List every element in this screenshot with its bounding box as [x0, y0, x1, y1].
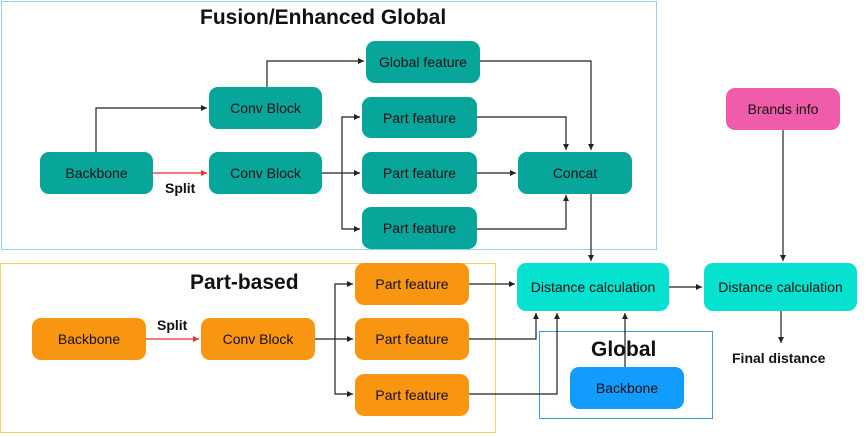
arrow-conv-top-to-global-feature: [266, 58, 364, 87]
fusion-global-feature-node: Global feature: [366, 41, 480, 83]
final-distance-label: Final distance: [732, 350, 826, 366]
arrow-part-2-to-distance-1: [469, 313, 539, 340]
arrow-backbone-to-conv-top: [95, 105, 207, 152]
fusion-part-feature-3-node: Part feature: [362, 207, 477, 249]
arrow-conv-bottom-to-part-1: [341, 114, 360, 173]
distance-calculation-1-node: Distance calculation: [517, 263, 669, 311]
distance-calculation-2-node: Distance calculation: [704, 263, 857, 311]
arrow-part-1-to-concat: [477, 116, 569, 150]
arrow-part-3-to-concat: [477, 195, 569, 230]
arrow-part-conv-to-part-3: [334, 339, 353, 397]
part-part-feature-3-node: Part feature: [355, 374, 469, 416]
brands-info-node: Brands info: [726, 88, 840, 130]
fusion-group-frame: [1, 1, 657, 250]
fusion-part-feature-2-node: Part feature: [362, 152, 477, 194]
part-based-group-frame: [0, 263, 496, 433]
fusion-conv-block-top-node: Conv Block: [209, 87, 322, 129]
fusion-conv-block-bottom-node: Conv Block: [209, 152, 322, 194]
fusion-group-title: Fusion/Enhanced Global: [200, 6, 447, 29]
arrow-part-3-to-distance-1: [469, 313, 560, 395]
global-group-frame: [539, 331, 713, 419]
fusion-part-feature-1-node: Part feature: [362, 97, 477, 138]
fusion-backbone-node: Backbone: [40, 152, 153, 194]
part-part-feature-1-node: Part feature: [355, 263, 469, 305]
global-backbone-node: Backbone: [570, 367, 684, 409]
global-group-title: Global: [591, 338, 657, 361]
part-based-group-title: Part-based: [190, 271, 299, 294]
part-split-label: Split: [157, 317, 188, 333]
concat-node: Concat: [518, 152, 632, 194]
part-part-feature-2-node: Part feature: [355, 318, 469, 360]
part-conv-block-node: Conv Block: [201, 318, 315, 360]
arrow-part-conv-to-part-1: [334, 281, 353, 339]
arrow-conv-bottom-to-part-3: [341, 173, 360, 232]
part-backbone-node: Backbone: [32, 318, 146, 360]
arrow-global-feature-to-concat: [480, 60, 594, 150]
fusion-split-label: Split: [165, 180, 196, 196]
